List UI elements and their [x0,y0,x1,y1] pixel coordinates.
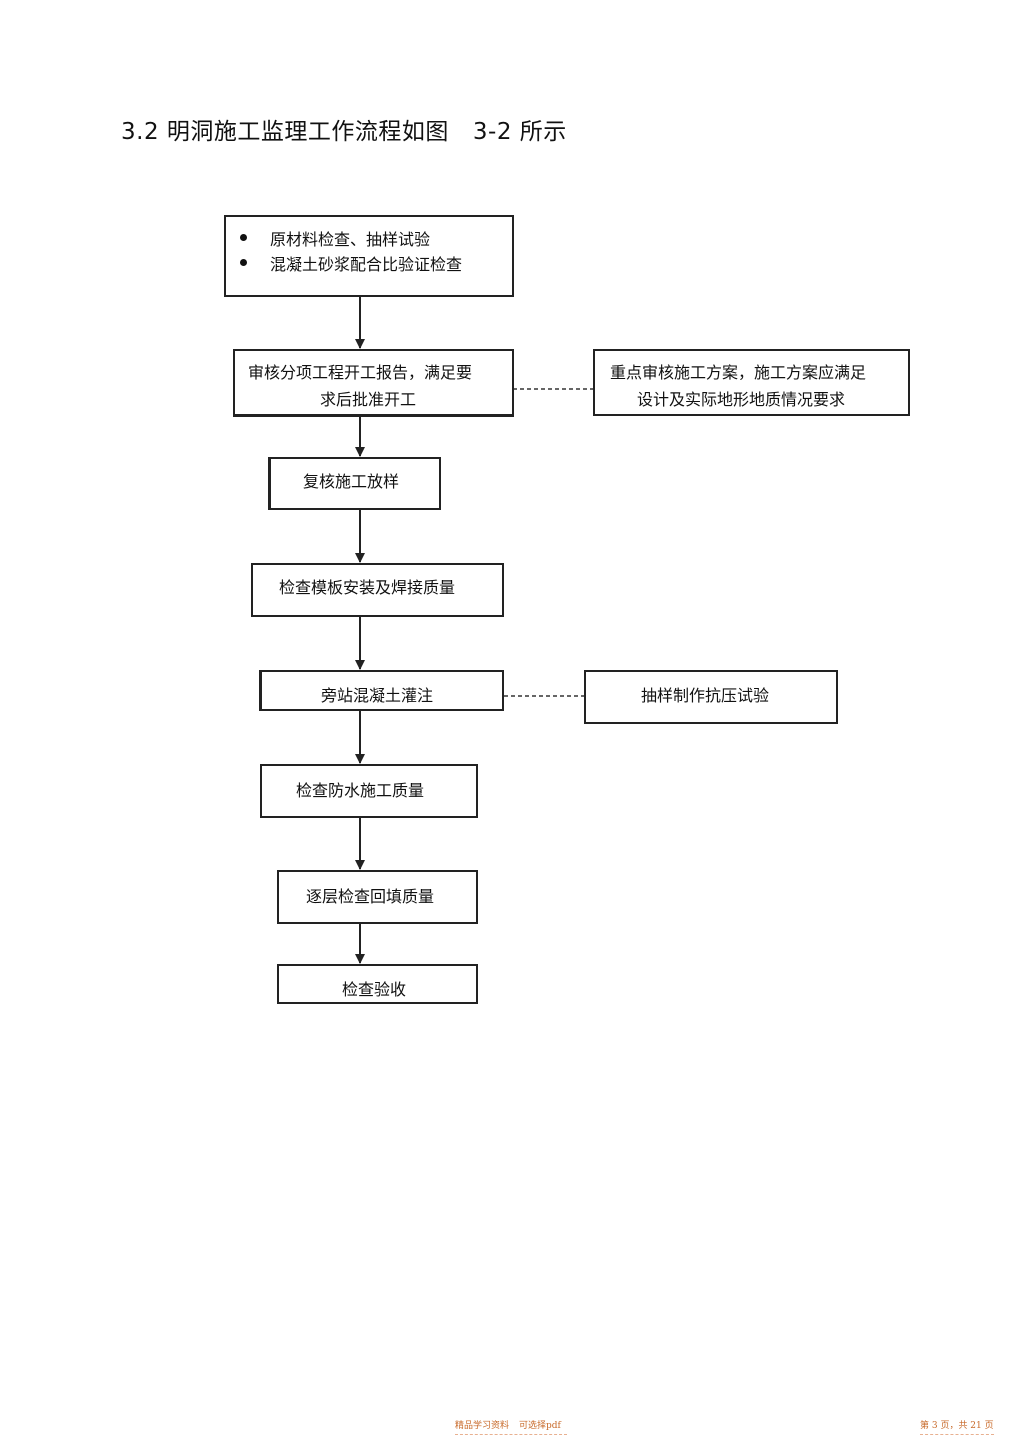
step1-item-1: 原材料检查、抽样试验 [270,230,431,249]
step6-label: 检查防水施工质量 [296,781,425,800]
footer-watermark: 精品学习资料可选择pdf [455,1418,567,1435]
step-review-report-box: 审核分项工程开工报告，满足要 求后批准开工 [233,349,514,417]
step-material-inspection-box: 原材料检查、抽样试验 混凝土砂浆配合比验证检查 [224,215,514,297]
step8-label: 检查验收 [342,980,407,999]
step4-label: 检查模板安装及焊接质量 [279,578,456,597]
step-acceptance-box: 检查验收 [277,964,478,1004]
figure-reference: 3-2 所示 [472,119,567,145]
footer-left-a: 精品学习资料 [455,1421,510,1431]
step3-label: 复核施工放样 [303,472,400,491]
step2-line-1: 审核分项工程开工报告，满足要 [248,363,473,382]
bullet-icon [240,234,247,241]
step-formwork-welding-box: 检查模板安装及焊接质量 [251,563,504,617]
heading-text: 3.2 明洞施工监理工作流程如图 [121,119,449,145]
note2-line-1: 重点审核施工方案，施工方案应满足 [610,363,867,382]
footer-left-b: 可选择pdf [519,1421,561,1431]
note2-line-2: 设计及实际地形地质情况要求 [637,390,846,409]
step-concrete-pouring-box: 旁站混凝土灌注 [259,670,504,711]
step-backfill-box: 逐层检查回填质量 [277,870,478,924]
note5-label: 抽样制作抗压试验 [641,686,770,705]
note-construction-plan-box: 重点审核施工方案，施工方案应满足 设计及实际地形地质情况要求 [593,349,910,416]
page-heading: 3.2 明洞施工监理工作流程如图 3-2 所示 [121,112,567,146]
step-waterproofing-box: 检查防水施工质量 [260,764,478,818]
bullet-icon [240,259,247,266]
step2-line-2: 求后批准开工 [320,390,417,409]
step7-label: 逐层检查回填质量 [306,887,435,906]
note-compression-test-box: 抽样制作抗压试验 [584,670,838,724]
step5-label: 旁站混凝土灌注 [321,686,434,705]
page-number: 第 3 页，共 21 页 [920,1418,994,1435]
step-setting-out-box: 复核施工放样 [268,457,441,510]
step1-item-2: 混凝土砂浆配合比验证检查 [270,255,463,274]
